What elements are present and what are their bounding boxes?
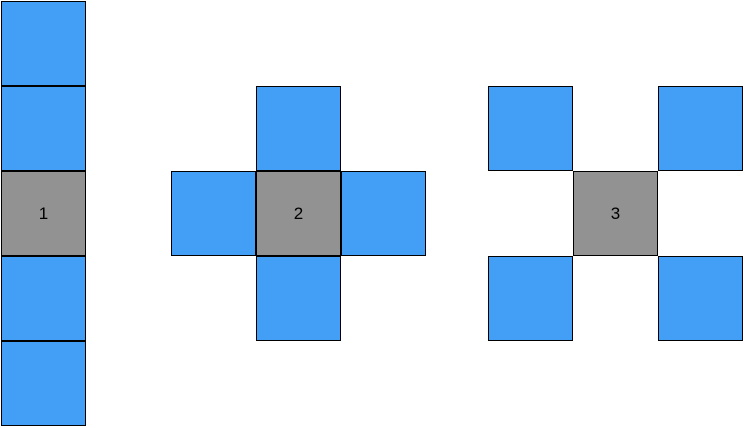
center-block-1: 1 [1, 171, 86, 256]
center-block-3: 3 [573, 171, 658, 256]
block-2-top [256, 86, 341, 171]
block-3-top-left [488, 86, 573, 171]
block-3-top-right [658, 86, 743, 171]
block-2-right [341, 171, 426, 256]
block-1-top-1 [1, 86, 86, 171]
center-label-1: 1 [38, 203, 49, 223]
block-1-bottom-1 [1, 256, 86, 341]
block-2-bottom [256, 256, 341, 341]
block-1-top-2 [1, 1, 86, 86]
block-2-left [171, 171, 256, 256]
center-block-2: 2 [256, 171, 341, 256]
block-3-bottom-right [658, 256, 743, 341]
center-label-3: 3 [610, 203, 621, 223]
center-label-2: 2 [293, 203, 304, 223]
block-1-bottom-2 [1, 341, 86, 426]
block-3-bottom-left [488, 256, 573, 341]
